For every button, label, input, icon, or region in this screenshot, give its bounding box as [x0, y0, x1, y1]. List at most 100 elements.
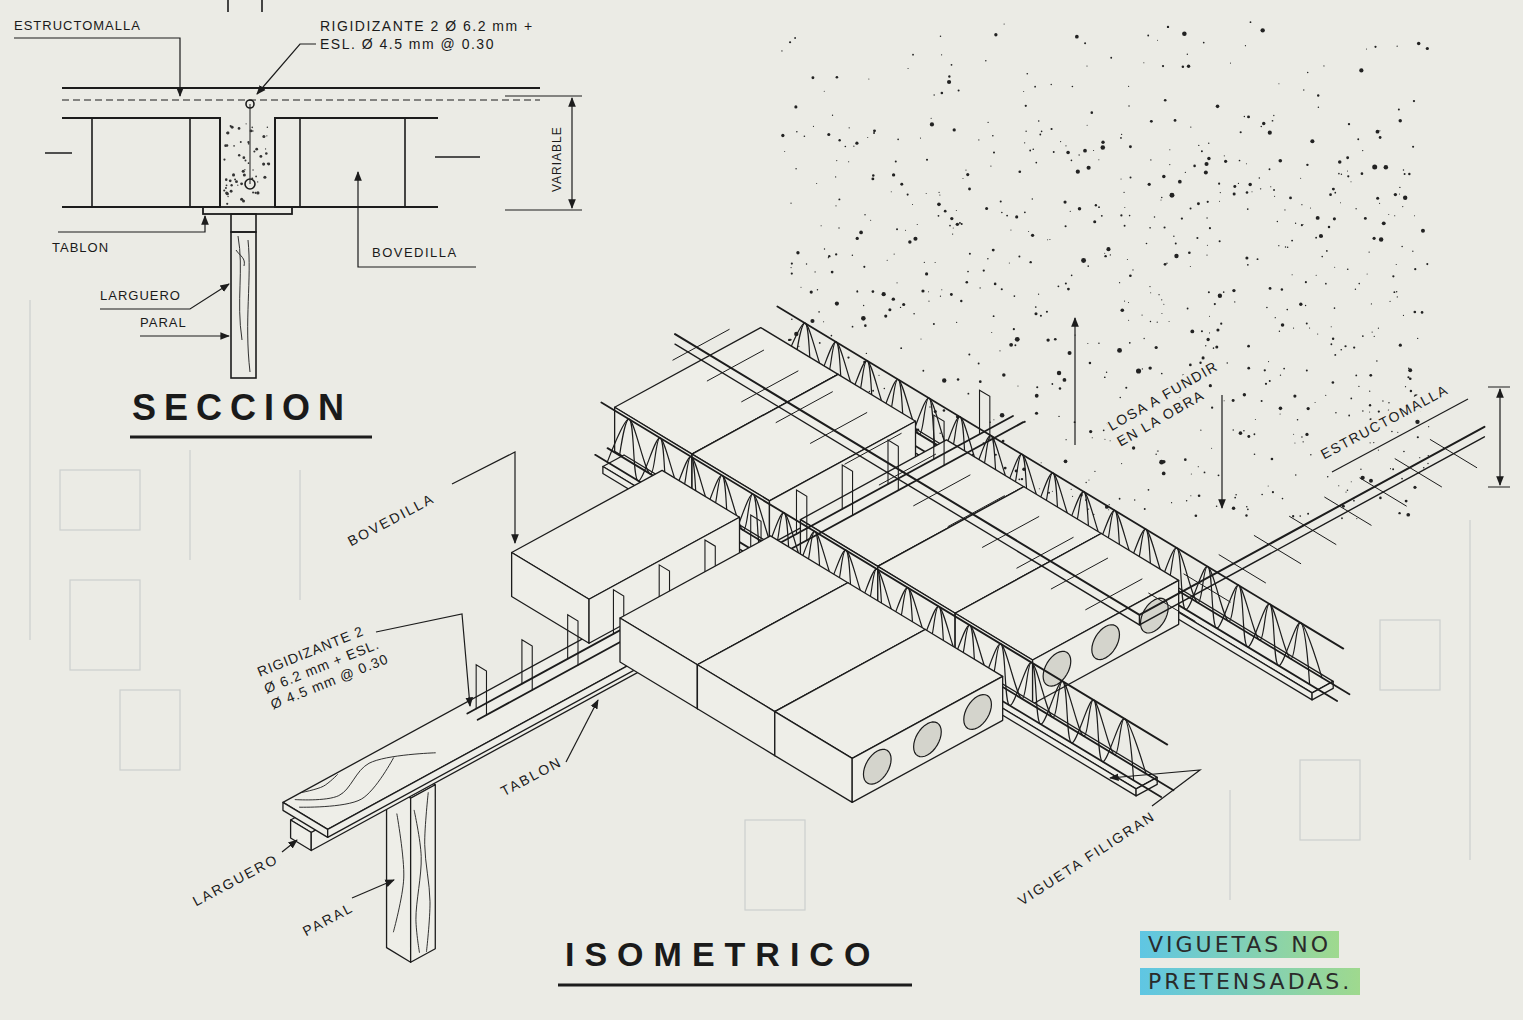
speckle-dot	[1206, 217, 1207, 218]
speckle-dot	[1219, 201, 1220, 202]
speckle-dot	[1059, 387, 1061, 389]
speckle-dot	[1157, 322, 1158, 323]
concrete-dot	[230, 184, 232, 186]
speckle-dot	[1015, 215, 1018, 218]
block-side	[620, 618, 697, 709]
part-label-box: PARAL	[300, 899, 357, 940]
speckle-dot	[1064, 460, 1068, 464]
speckle-dot	[933, 323, 935, 325]
speckle-dot	[894, 254, 895, 255]
concrete-dot	[262, 163, 265, 166]
speckle-dot	[1412, 251, 1413, 252]
concrete-dot	[235, 180, 238, 183]
speckle-dot	[1412, 146, 1414, 148]
speckle-dot	[1233, 193, 1236, 196]
block-hole	[914, 722, 942, 757]
speckle-dot	[1187, 54, 1188, 55]
speckle-dot	[1325, 395, 1326, 396]
speckle-dot	[1109, 504, 1110, 505]
speckle-dot	[891, 191, 892, 192]
concrete-dot	[233, 145, 235, 147]
speckle-dot	[853, 146, 854, 147]
post	[231, 232, 256, 378]
speckle-dot	[878, 375, 879, 376]
part-label-box: VIGUETA FILIGRAN	[1015, 808, 1159, 910]
speckle-dot	[1362, 410, 1364, 412]
part-label-box: ESTRUCTOMALLA	[14, 18, 141, 34]
speckle-dot	[1359, 68, 1363, 72]
speckle-dot	[943, 409, 946, 412]
speckle-dot	[1128, 105, 1129, 106]
speckle-dot	[935, 262, 936, 263]
speckle-dot	[956, 322, 957, 323]
speckle-dot	[1234, 301, 1235, 302]
speckle-dot	[852, 254, 853, 255]
rebar	[245, 179, 255, 189]
speckle-dot	[921, 289, 924, 292]
speckle-dot	[1232, 506, 1235, 509]
cut-mark	[228, 0, 262, 12]
speckle-dot	[1396, 264, 1397, 265]
speckle-dot	[1120, 214, 1122, 216]
leader-line	[140, 335, 229, 336]
speckle-dot	[1333, 217, 1336, 220]
speckle-dot	[1307, 513, 1309, 515]
speckle-dot	[1175, 242, 1177, 244]
speckle-dot	[1328, 226, 1331, 229]
speckle-dot	[1219, 240, 1221, 242]
speckle-dot	[1004, 23, 1005, 24]
speckle-dot	[1303, 89, 1304, 90]
speckle-dot	[1174, 119, 1177, 122]
speckle-dot	[1332, 338, 1334, 340]
speckle-dot	[958, 90, 960, 92]
rib-stirrup	[842, 465, 852, 515]
speckle-dot	[1087, 125, 1088, 126]
speckle-dot	[1413, 100, 1415, 102]
speckle-dot	[1279, 407, 1283, 411]
speckle-dot	[1157, 40, 1158, 41]
concrete-dot	[223, 158, 225, 160]
speckle-dot	[1301, 436, 1303, 438]
speckle-dot	[1078, 154, 1079, 155]
speckle-dot	[1201, 330, 1203, 332]
speckle-dot	[1410, 390, 1412, 392]
part-label-box: TABLON	[52, 240, 109, 256]
speckle-dot	[991, 332, 992, 333]
speckle-dot	[1216, 505, 1218, 507]
speckle-dot	[1215, 345, 1218, 348]
speckle-dot	[921, 338, 922, 339]
speckle-dot	[1355, 208, 1356, 209]
speckle-dot	[835, 253, 837, 255]
concrete-dot	[256, 191, 259, 194]
part-label: PARAL	[300, 899, 356, 939]
speckle-dot	[1378, 410, 1380, 412]
speckle-dot	[827, 133, 830, 136]
speckle-dot	[1129, 215, 1131, 217]
speckle-dot	[1272, 491, 1274, 493]
speckle-dot	[953, 128, 956, 131]
title-underline	[130, 436, 372, 439]
block-wall	[92, 118, 190, 207]
speckle-dot	[1307, 72, 1308, 73]
concrete-dot	[223, 189, 225, 191]
handwritten-note-box: VIGUETAS NO PRETENSADAS.	[1140, 926, 1440, 1001]
speckle-dot	[1330, 343, 1332, 345]
speckle-dot	[1071, 160, 1073, 162]
speckle-dot	[1390, 468, 1391, 469]
speckle-dot	[791, 318, 793, 320]
speckle-dot	[1051, 84, 1052, 85]
speckle-dot	[902, 303, 905, 306]
speckle-dot	[836, 76, 839, 79]
concrete-dot	[259, 155, 262, 158]
speckle-dot	[1052, 491, 1053, 492]
speckle-dot	[968, 354, 970, 356]
speckle-dot	[1204, 170, 1208, 174]
speckle-dot	[1162, 175, 1166, 179]
part-label: VIGUETA FILIGRAN	[1015, 808, 1158, 909]
speckle-dot	[1182, 66, 1185, 69]
speckle-dot	[1178, 180, 1182, 184]
speckle-dot	[1246, 163, 1247, 164]
block-hole	[1043, 651, 1071, 686]
speckle-dot	[1351, 481, 1352, 482]
speckle-dot	[1291, 240, 1293, 242]
